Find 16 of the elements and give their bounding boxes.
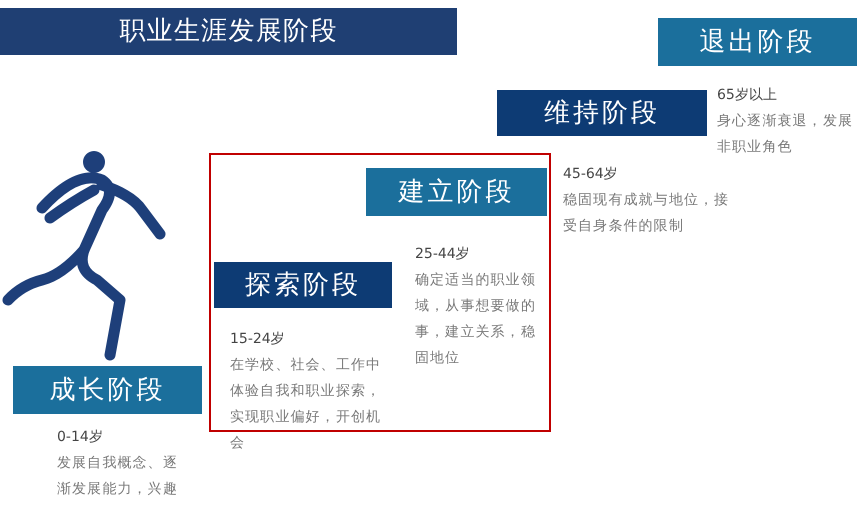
stage-box: 探索阶段 [214,262,392,308]
age-range-label: 45-64岁 [563,165,619,184]
stage-description: 身心逐渐衰退，发展非职业角色 [717,112,854,157]
stage-box: 维持阶段 [497,90,707,136]
stage-description: 确定适当的职业领域，从事想要做的事，建立关系，稳固地位 [415,271,537,368]
stage-box: 建立阶段 [366,168,547,216]
stage-box: 退出阶段 [658,18,857,66]
age-range-label: 15-24岁 [230,330,286,349]
age-range-label: 65岁以上 [717,86,778,105]
stage-description: 发展自我概念、逐渐发展能力，兴趣 [57,454,179,499]
stage-box: 成长阶段 [13,366,202,414]
age-range-label: 25-44岁 [415,245,471,264]
stage-description: 在学校、社会、工作中体验自我和职业探索，实现职业偏好，开创机会 [230,356,382,453]
age-range-label: 0-14岁 [57,428,104,447]
stage-description: 稳固现有成就与地位，接受自身条件的限制 [563,191,730,236]
title-banner: 职业生涯发展阶段 [0,8,457,55]
